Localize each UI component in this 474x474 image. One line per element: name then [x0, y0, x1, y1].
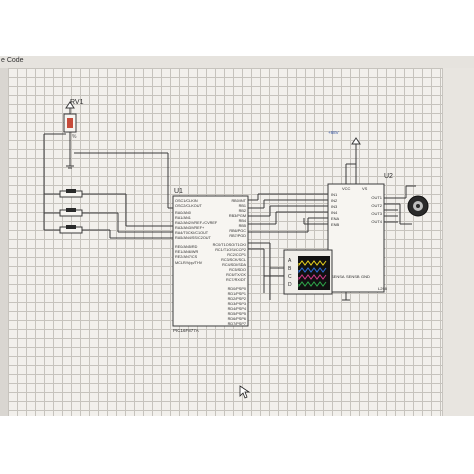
mouse-cursor-icon — [239, 385, 251, 399]
u1-pin-label: RA1/AN1 — [175, 216, 191, 220]
right-margin — [442, 68, 474, 416]
power-label: +88V — [328, 130, 339, 135]
u1-pin-label: OSC1/CLKIN — [175, 199, 198, 203]
scope-trace — [298, 267, 327, 274]
u1-microcontroller[interactable] — [172, 195, 249, 327]
u2-ref: U2 — [384, 173, 393, 180]
u1-pin-label: RD4/PSP4 — [228, 307, 246, 311]
u1-pin-label: MCLR/Vpp/THV — [175, 261, 203, 265]
u1-pin-label: RA0/AN0 — [175, 211, 191, 215]
scope-trace — [298, 274, 327, 281]
button-cap-icon — [66, 225, 76, 229]
u1-pin-label: RB7/PGD — [229, 234, 246, 238]
u1-pin-label: RA4/T0CKI/C1OUT — [175, 231, 209, 235]
dc-motor[interactable] — [407, 195, 429, 217]
power-arrow-icon — [65, 101, 75, 109]
button-2[interactable] — [59, 208, 83, 217]
u2-pin-label: SENSB — [346, 274, 360, 279]
rv1-pin-label: % — [72, 134, 77, 140]
scope-channel-label: B — [288, 266, 292, 272]
u2-pin-label: IN3 — [331, 204, 338, 209]
u1-pin-label: RC4/SDI/SDA — [222, 263, 246, 267]
u1-pin-label: RC0/T1OSO/T1CKI — [213, 243, 246, 247]
scope-trace — [298, 260, 327, 267]
u1-pin-label: RD1/PSP1 — [228, 292, 246, 296]
u1-pin-label: RD7/PSP7 — [228, 322, 246, 326]
u2-pin-label: OUT3 — [371, 211, 382, 216]
u1-pin-label: RB1 — [239, 204, 246, 208]
rv1-ref: RV1 — [70, 99, 84, 106]
u1-pin-label: RD5/PSP5 — [228, 312, 246, 316]
u1-pin-label: RC7/RX/DT — [226, 278, 247, 282]
u1-pin-label: RB6/PGC — [229, 229, 246, 233]
u2-pin-label: GND — [361, 274, 370, 279]
u1-pin-label: RB4 — [239, 219, 246, 223]
u1-pin-label: RB3/PGM — [229, 214, 246, 218]
u1-pin-label: RA3/AN3/VREF+ — [175, 226, 205, 230]
button-1[interactable] — [59, 189, 83, 198]
u2-pin-label: IN1 — [331, 192, 338, 197]
scope-channel-label: D — [288, 282, 292, 288]
schematic-drawing: RV1 % U1 PIC16F877A OSC1/CLKINOSC2/CLKOU… — [43, 99, 429, 399]
u2-motor-driver[interactable] — [327, 183, 385, 293]
button-cap-icon — [66, 208, 76, 212]
u1-pin-label: RE1/AN6/WR — [175, 250, 198, 254]
u1-pin-label: RA5/AN4/SS/C2OUT — [175, 236, 212, 240]
u2-part: L298 — [378, 286, 388, 291]
u1-pin-label: RC1/T1OSI/CCP2 — [215, 248, 246, 252]
u2-pin-label: IN2 — [331, 198, 338, 203]
u2-pin-label: VCC — [342, 186, 351, 191]
u1-pin-label: RD6/PSP6 — [228, 317, 246, 321]
u1-pin-label: RB5 — [239, 224, 246, 228]
button-cap-icon — [66, 189, 76, 193]
u1-pin-label: OSC2/CLKOUT — [175, 204, 202, 208]
u1-pin-label: RE0/AN5/RD — [175, 245, 198, 249]
u2-power-arrow-icon — [351, 137, 361, 145]
u2-pin-label: OUT2 — [371, 203, 382, 208]
tab-title: e Code — [1, 57, 24, 64]
scope-channel-label: A — [288, 258, 292, 264]
scope-trace — [298, 281, 327, 288]
u2-pin-label: OUT1 — [371, 195, 382, 200]
u1-part: PIC16F877A — [173, 328, 199, 333]
u2-pin-label: ENB — [331, 222, 340, 227]
u1-pin-label: RC2/CCP1 — [227, 253, 246, 257]
u1-pin-label: RD0/PSP0 — [228, 287, 246, 291]
rv1-resistor-icon — [67, 118, 73, 128]
u1-pin-label: RE2/AN7/CS — [175, 255, 198, 259]
u1-pin-label: RD2/PSP2 — [228, 297, 246, 301]
u1-pin-label: RC3/SCK/SCL — [221, 258, 246, 262]
u1-pin-label: RC5/SDO — [229, 268, 246, 272]
u1-pin-label: RB2 — [239, 209, 246, 213]
u1-ref: U1 — [174, 188, 183, 195]
u1-pin-label: RA2/AN2/VREF-/CVREF — [175, 221, 218, 225]
u1-pin-label: RD3/PSP3 — [228, 302, 246, 306]
u1-pin-label: RC6/TX/CK — [226, 273, 246, 277]
button-3[interactable] — [59, 225, 83, 234]
u2-pin-label: ENA — [331, 216, 340, 221]
u2-pin-label: SENSA — [331, 274, 345, 279]
scope-channel-label: C — [288, 274, 292, 280]
u2-pin-label: IN4 — [331, 210, 338, 215]
u2-pin-label: OUT4 — [371, 219, 382, 224]
proteus-screen: e Code — [0, 56, 474, 416]
u1-pin-label: RB0/INT — [231, 199, 246, 203]
u2-pin-label: VS — [362, 186, 368, 191]
